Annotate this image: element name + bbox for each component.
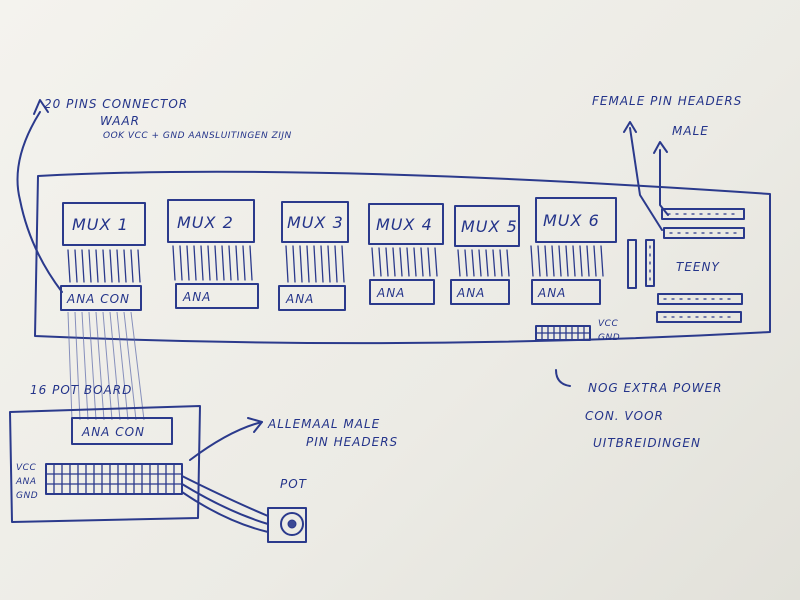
mux-2-group: MUX 2 ANA	[167, 199, 259, 309]
mux-2-label: MUX 2	[177, 213, 234, 232]
pot-board-ana-con-label: ANA CON	[81, 425, 145, 439]
female-header-arrowhead	[623, 121, 637, 133]
mux-6-ana-box	[531, 279, 601, 305]
mux-4-ana-label: ANA	[376, 286, 405, 300]
female-header-arrow	[629, 127, 663, 231]
pot-board-gnd-label: GND	[16, 491, 38, 501]
power-note-line1: NOG EXTRA POWER	[588, 381, 723, 395]
mux-2-pins	[172, 245, 253, 281]
connector-note-line2: WAAR	[100, 114, 140, 128]
mux-1-box	[62, 202, 146, 246]
connector-arrow	[16, 111, 63, 293]
mux-5-ana-box	[450, 279, 510, 305]
male-header-arrowhead	[653, 141, 668, 154]
mux-3-label: MUX 3	[287, 213, 344, 232]
mux-1-group: MUX 1 ANA CON	[60, 202, 146, 311]
power-connector-grid	[535, 325, 591, 341]
teensy-top-header-pins	[667, 213, 737, 234]
pot-label: POT	[280, 477, 308, 491]
pot-board-vcc-label: VCC	[16, 463, 36, 473]
male-headers-arrow	[189, 421, 263, 461]
mux-2-ana-label: ANA	[182, 290, 211, 304]
pot-knob	[280, 512, 304, 536]
pot-board-ana-con-box	[71, 417, 173, 445]
pot-body	[267, 507, 307, 543]
male-headers-note-line1: ALLEMAAL MALE	[267, 417, 380, 431]
teensy-top-female-header	[661, 208, 745, 220]
vertical-header-right	[645, 239, 655, 287]
vertical-header-left	[627, 239, 637, 289]
ana-cable-bundle	[67, 311, 145, 421]
mux-6-group: MUX 6 ANA	[530, 197, 617, 305]
mux-1-ana-box	[60, 285, 142, 311]
mux-5-pins	[457, 249, 510, 277]
mux-5-box	[454, 205, 520, 247]
teensy-bottom-header-pins	[663, 298, 731, 318]
pot-board-header-grid	[45, 463, 183, 495]
headers-note-male: MALE	[672, 124, 709, 138]
mux-4-group: MUX 4 ANA	[368, 203, 444, 305]
teensy-top-male-header	[663, 227, 745, 239]
mux-5-ana-label: ANA	[456, 286, 485, 300]
power-note-line2: CON. VOOR	[585, 409, 664, 423]
pot-knob-center	[287, 519, 297, 529]
mux-3-box	[281, 201, 349, 243]
mux-6-ana-label: ANA	[537, 286, 566, 300]
mux-2-box	[167, 199, 255, 243]
teensy-bottom-male-header	[657, 293, 743, 305]
mux-5-label: MUX 5	[461, 217, 518, 236]
main-board-outline	[34, 170, 771, 345]
mux-6-pins	[530, 245, 604, 277]
connector-arrowhead	[33, 99, 49, 115]
pot-board-title: 16 POT BOARD	[30, 383, 132, 397]
connector-note-line3: OOK VCC + GND AANSLUITINGEN ZIJN	[103, 131, 292, 141]
male-header-arrow	[659, 149, 669, 216]
mux-2-ana-box	[175, 283, 259, 309]
power-note-line3: UITBREIDINGEN	[593, 436, 701, 450]
mux-3-ana-box	[278, 285, 346, 311]
pot-board-ana-label: ANA	[15, 477, 37, 487]
mux-4-box	[368, 203, 444, 245]
connector-note-line1: 20 PINS CONNECTOR	[44, 97, 188, 111]
pot-board-header-grid-lines	[45, 463, 183, 495]
mux-6-label: MUX 6	[543, 211, 600, 230]
power-note-bracket	[555, 369, 571, 387]
mux-4-ana-box	[369, 279, 435, 305]
male-headers-note-line2: PIN HEADERS	[306, 435, 398, 449]
pot-wires	[181, 475, 269, 533]
mux-1-ana-label: ANA CON	[66, 292, 130, 306]
mux-1-pins	[67, 249, 141, 283]
teensy-bottom-female-header	[656, 311, 742, 323]
mux-3-ana-label: ANA	[285, 292, 314, 306]
mux-5-group: MUX 5 ANA	[450, 205, 520, 305]
mux-3-pins	[285, 245, 345, 283]
power-gnd-label: GND	[598, 333, 620, 343]
pot-board-outline	[9, 405, 201, 523]
power-vcc-label: VCC	[598, 319, 618, 329]
male-headers-arrowhead	[247, 417, 263, 433]
mux-4-pins	[371, 247, 438, 277]
mux-3-group: MUX 3 ANA	[278, 201, 349, 311]
teensy-label: TEENY	[676, 260, 720, 274]
headers-note-female: FEMALE PIN HEADERS	[592, 94, 742, 108]
mux-1-label: MUX 1	[72, 215, 129, 234]
mux-4-label: MUX 4	[376, 215, 433, 234]
mux-6-box	[535, 197, 617, 243]
